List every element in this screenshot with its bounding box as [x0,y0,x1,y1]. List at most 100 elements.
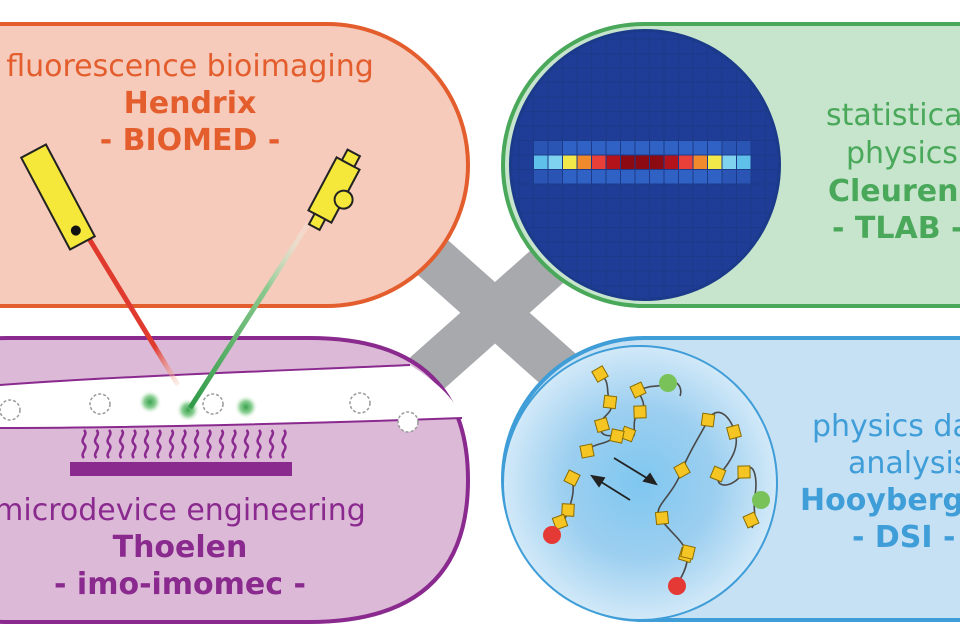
heatmap-cell [693,68,707,82]
heatmap-cell [722,199,736,213]
channel-particles [0,392,419,433]
heatmap-cell [563,170,577,184]
heat-wave [156,429,162,459]
heatmap-cell [606,184,620,198]
heatmap-cell [512,83,519,97]
heatmap-cell [548,155,562,169]
heatmap-cell [621,126,635,140]
heatmap-cell [722,228,736,242]
monomer [680,544,696,560]
heatmap-cell [563,141,577,155]
monomer [591,365,609,383]
heatmap-cell [650,257,664,271]
heatmap-cell [664,199,678,213]
heatmap-cell [563,126,577,140]
unit-dsi: - DSI - [852,520,955,555]
heatmap-cell [708,155,722,169]
heatmap-cell [737,126,751,140]
heatmap-cell [621,68,635,82]
heatmap-cell [635,228,649,242]
heatmap-cell [606,112,620,126]
heat-wave [168,429,175,459]
heatmap-cell [635,257,649,271]
heatmap-cell [679,170,693,184]
heatmap-cell [592,271,606,285]
heatmap-cell [693,184,707,198]
heatmap-cell [621,39,635,53]
heatmap-cell [563,242,577,256]
data-analysis-labels: physics data analysis Hooybergh - DSI - [800,409,960,555]
heatmap-cell [519,112,533,126]
heatmap-cell [563,32,577,39]
heatmap-cell [519,155,533,169]
heatmap-cell [606,126,620,140]
heatmap-cell [664,213,678,227]
heatmap-cell [592,170,606,184]
heatmap-cell [512,141,519,155]
heatmap-cell [751,141,765,155]
heatmap-cell [592,301,606,315]
heatmap-cell [650,141,664,155]
heatmap-cell [693,141,707,155]
heatmap-cell [635,97,649,111]
heatmap-cell [664,32,678,39]
heatmap-cell [519,170,533,184]
monomer [742,511,760,529]
heatmap-cell [592,242,606,256]
heatmap-cell [722,68,736,82]
heatmap-cell [708,228,722,242]
heatmap-cell [606,83,620,97]
heatmap-cell [577,141,591,155]
field-title-fluorescence: fluorescence bioimaging [6,49,374,84]
chain-end-red [668,577,686,595]
heatmap-cell [548,83,562,97]
heatmap-cell [737,228,751,242]
heatmap-cell [577,199,591,213]
heatmap-cell [548,97,562,111]
heatmap-cell [621,286,635,298]
heatmap-cell [693,199,707,213]
heatmap-cell [693,213,707,227]
pi-name-cleuren: Cleuren [828,174,959,209]
heatmap-cell [708,83,722,97]
heatmap-cell [722,141,736,155]
heatmap-cell [650,32,664,39]
heatmap-cell [512,54,519,68]
heatmap-cell [737,184,751,198]
heatmap-cell [578,301,592,315]
heatmap-cell [751,199,765,213]
heatmap-cell [563,228,577,242]
heatmap-cell [693,228,707,242]
heatmap-cell [592,112,606,126]
heatmap-cell [549,301,563,315]
field-title-statistical: statistical [826,98,960,133]
heatmap-cell [722,213,736,227]
heatmap-cell [548,68,562,82]
heat-wave [181,429,187,459]
heatmap-cell [577,68,591,82]
heatmap-cell [693,112,707,126]
heatmap-cell [737,199,751,213]
monomer [609,428,625,444]
heatmap-cell [679,97,693,111]
heatmap-cell [606,242,620,256]
microdevice-labels: microdevice engineering Thoelen - imo-im… [0,493,366,602]
heatmap-cell [650,286,664,298]
heat-wave [243,429,250,459]
heatmap-cell [534,39,548,53]
heat-wave [131,429,137,459]
heatmap-cell [679,126,693,140]
monomer [633,405,647,419]
heatmap-cell [708,199,722,213]
heatmap-cell [548,184,562,198]
heatmap-cell [563,68,577,82]
heatmap-cell [679,112,693,126]
heatmap-cell [563,97,577,111]
heat-wave [143,429,150,459]
pi-name-hendrix: Hendrix [124,86,257,121]
heatmap-cell [708,184,722,198]
heatmap-cell [708,242,722,256]
heatmap-cell [635,126,649,140]
heat-wave [268,429,275,459]
heatmap-cell [606,271,620,285]
